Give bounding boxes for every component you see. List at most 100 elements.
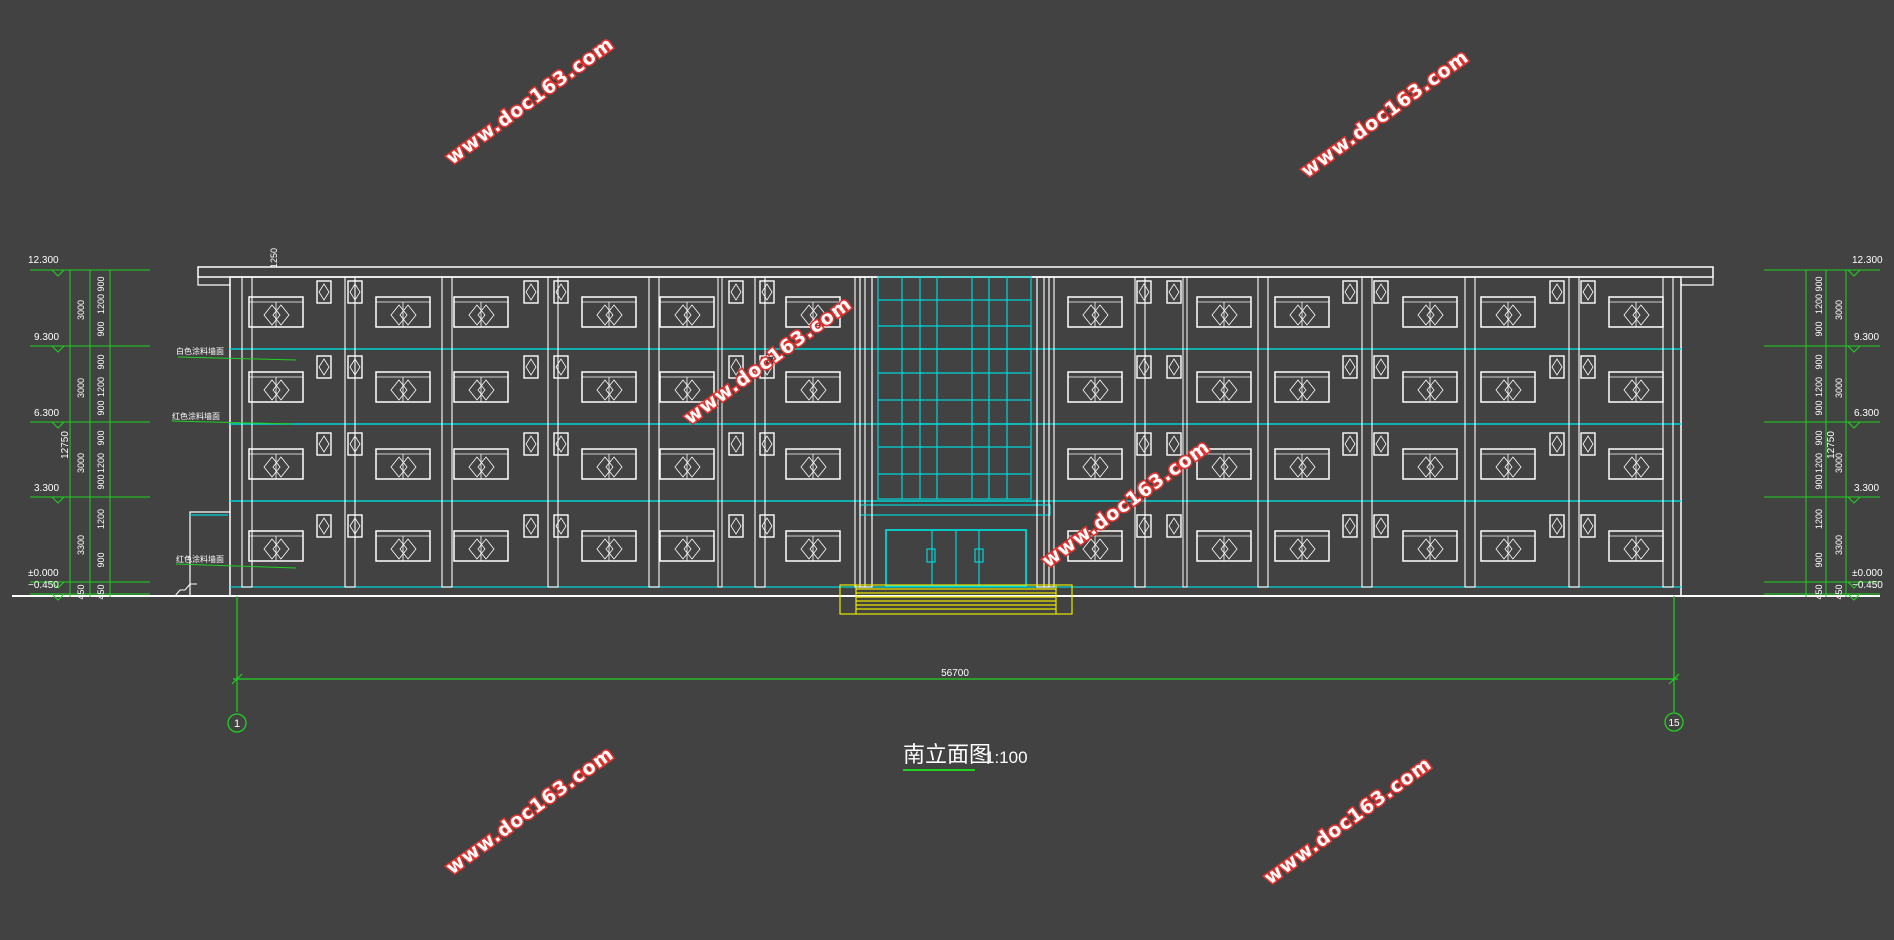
small-window [1166,432,1182,456]
left-dimension-labels: 9001200900900120090090012009001200900450… [76,276,106,599]
small-window [553,280,569,304]
small-window [1166,355,1182,379]
window [453,530,509,562]
right-dimension-labels: 9001200900900120090090012009001200900450… [1814,276,1844,599]
dimension-label: 900 [96,400,106,415]
left-total-height: 12750 [60,431,71,459]
window [1196,371,1252,403]
window [248,448,304,480]
dimension-label: 3000 [1834,300,1844,320]
dimension-label: 900 [96,321,106,336]
left-level-marks [51,269,65,601]
window [1402,371,1458,403]
window [1067,530,1123,562]
window [1608,296,1664,328]
dimension-label: 1200 [96,509,106,529]
right-level-marks [1847,269,1861,601]
watermark-1: www.doc163.com [442,33,618,169]
dimension-label: 900 [96,552,106,567]
window [1196,296,1252,328]
entrance-steps [839,584,1073,615]
small-window [316,432,332,456]
small-window [1580,432,1596,456]
window [248,296,304,328]
small-window [523,432,539,456]
dimension-label: 1200 [1814,509,1824,529]
small-window [1549,280,1565,304]
small-window [1166,514,1182,538]
right-level-3300: 3.300 [1854,483,1879,494]
left-level-6300: 6.300 [34,408,59,419]
window [1274,296,1330,328]
window [1480,296,1536,328]
window [1067,371,1123,403]
small-window [1342,432,1358,456]
right-level-9300: 9.300 [1854,332,1879,343]
left-annex [189,511,230,596]
drawing-title: 南立面图 [903,742,991,767]
window [1608,371,1664,403]
dimension-label: 3300 [1834,535,1844,555]
dimension-label: 3300 [76,535,86,555]
right-total-height: 12750 [1826,431,1837,459]
window [1608,448,1664,480]
pilaster [547,276,559,588]
entrance-canopy [859,504,1051,587]
small-window [1136,355,1152,379]
window [1196,530,1252,562]
left-level-3300: 3.300 [34,483,59,494]
small-window [759,432,775,456]
dimension-label: 3000 [1834,378,1844,398]
small-window [1373,280,1389,304]
dimension-label: 1200 [96,453,106,473]
roof-parapet [197,266,1714,278]
left-steps [174,583,197,597]
dimension-label: 1200 [96,377,106,397]
small-window [1166,280,1182,304]
dimension-label: 3000 [76,378,86,398]
dimension-label: 3000 [76,453,86,473]
dimension-label: 450 [76,584,86,599]
window [375,296,431,328]
small-window [1580,280,1596,304]
dimension-label: 900 [1814,474,1824,489]
dimension-label: 900 [96,474,106,489]
pilaster [1361,276,1373,588]
window [1480,448,1536,480]
window [248,530,304,562]
pilasters [241,276,1674,588]
small-window [316,514,332,538]
dimension-label: 900 [96,276,106,291]
window [581,530,637,562]
window [1274,530,1330,562]
annotation-leaders [171,356,297,569]
svg-text:15: 15 [1668,718,1680,729]
small-window [1342,355,1358,379]
dimension-label: 900 [1814,430,1824,445]
window [1196,448,1252,480]
curtain-wall [877,276,1032,500]
right-level-0000: ±0.000 [1852,568,1883,579]
small-window [523,355,539,379]
small-window [728,514,744,538]
window [1608,530,1664,562]
window [785,296,841,328]
window [375,530,431,562]
dimension-label: 450 [96,584,106,599]
small-window [1342,280,1358,304]
small-window [1136,432,1152,456]
drawing-scale: 1:100 [985,748,1028,767]
window [375,448,431,480]
small-window [1342,514,1358,538]
small-window [759,355,775,379]
small-window [1580,514,1596,538]
left-levels [30,269,150,597]
window [1067,296,1123,328]
small-window [553,432,569,456]
roof-edge-right [1680,277,1714,286]
watermark-5: www.doc163.com [442,743,618,879]
window [453,448,509,480]
small-window [1373,355,1389,379]
window [581,448,637,480]
svg-text:1: 1 [234,718,240,730]
